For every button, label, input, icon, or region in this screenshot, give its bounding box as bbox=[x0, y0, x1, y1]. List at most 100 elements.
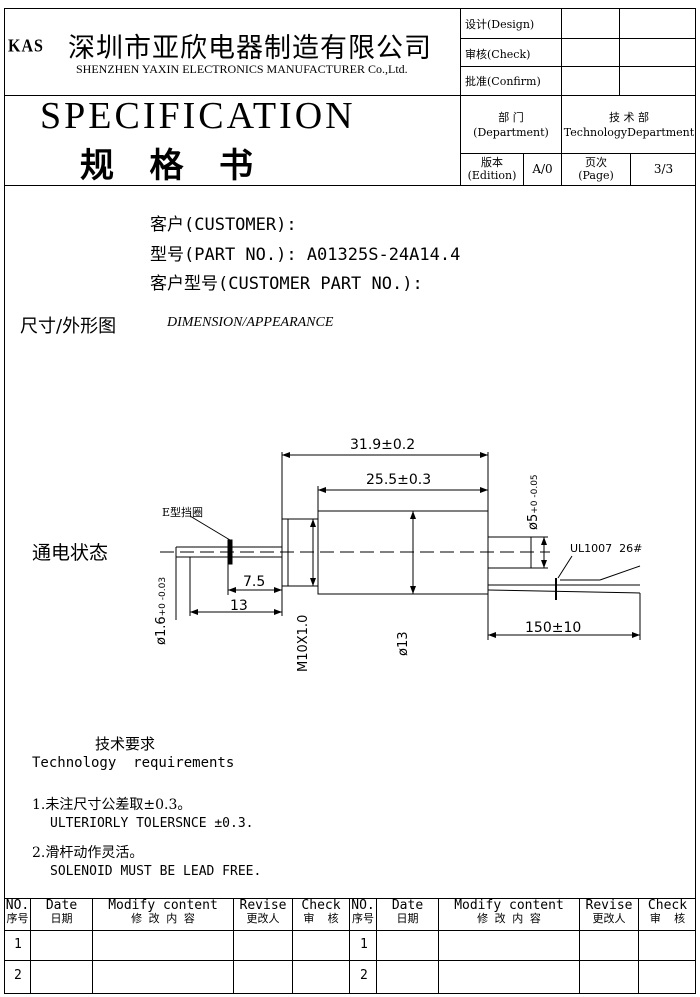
customer-line: 客户(CUSTOMER): bbox=[150, 215, 297, 235]
department-label-en: (Department) bbox=[473, 126, 549, 139]
department-label-cn: 部 门 bbox=[498, 111, 524, 124]
edition-label-cn: 版本 bbox=[481, 156, 503, 169]
table-top-line bbox=[4, 898, 696, 899]
header-en: Modify content bbox=[454, 898, 564, 913]
header-no: NO.序号 bbox=[5, 899, 30, 925]
dim-plunger-dia-value: ø1.6 bbox=[154, 616, 169, 645]
header-cn: 审 核 bbox=[649, 912, 686, 925]
requirements-title-en: Technology requirements bbox=[32, 755, 235, 771]
header-en: Check bbox=[647, 898, 688, 913]
header-en: NO. bbox=[351, 898, 375, 913]
header-no-b: NO.序号 bbox=[350, 899, 376, 925]
state-label: 通电状态 bbox=[32, 542, 109, 564]
table-col-line bbox=[30, 898, 31, 994]
grid-line bbox=[523, 153, 524, 185]
table-col-line bbox=[349, 898, 350, 994]
row-number: 1 bbox=[14, 937, 22, 952]
header-en: Check bbox=[301, 898, 341, 913]
header-cn: 更改人 bbox=[592, 912, 626, 925]
grid-line bbox=[460, 66, 696, 67]
design-label: 设计(Design) bbox=[465, 18, 535, 31]
header-cn: 日期 bbox=[396, 912, 419, 925]
page-label-en: (Page) bbox=[578, 169, 614, 182]
header-bottom-line bbox=[4, 185, 696, 186]
edition-label-en: (Edition) bbox=[467, 169, 517, 182]
row-number: 2 bbox=[360, 968, 368, 983]
confirm-label: 批准(Confirm) bbox=[465, 75, 541, 88]
dim-plunger-dia: ø1.6+0 -0.03 bbox=[154, 577, 169, 645]
header-en: Modify content bbox=[108, 898, 218, 913]
header-cn: 更改人 bbox=[246, 912, 280, 925]
check-label: 审核(Check) bbox=[465, 48, 531, 61]
grid-line bbox=[561, 95, 562, 153]
page-label-cn: 页次 bbox=[585, 156, 607, 169]
table-col-line bbox=[579, 898, 580, 994]
header-cn: 序号 bbox=[352, 912, 374, 925]
requirement-1-en: ULTERIORLY TOLERSNCE ±0.3. bbox=[50, 816, 254, 831]
dim-body-dia: ø13 bbox=[396, 631, 411, 657]
dim-plunger-dia-tol: +0 -0.03 bbox=[158, 576, 168, 617]
dimension-title-en: DIMENSION/APPEARANCE bbox=[167, 315, 334, 330]
department-label: 部 门 (Department) bbox=[461, 110, 561, 140]
company-logo: KAS bbox=[8, 36, 44, 57]
dim-7-5: 7.5 bbox=[243, 574, 266, 590]
edition-label: 版本 (Edition) bbox=[461, 156, 523, 182]
dim-thread: M10X1.0 bbox=[296, 614, 311, 672]
dim-shaft-dia-tol: +0 -0.05 bbox=[530, 474, 540, 514]
leader-line bbox=[557, 555, 573, 579]
dim-shaft-dia-value: ø5 bbox=[526, 513, 541, 530]
page-frame bbox=[4, 8, 696, 994]
header-en: Date bbox=[391, 898, 424, 913]
table-col-line bbox=[438, 898, 439, 994]
department-value-en: TechnologyDepartment bbox=[563, 126, 695, 139]
header-cn: 序号 bbox=[6, 912, 29, 925]
row-number: 1 bbox=[360, 937, 368, 952]
header-en: Revise bbox=[585, 898, 633, 913]
table-col-line bbox=[92, 898, 93, 994]
arrowheads bbox=[190, 452, 640, 638]
grid-line bbox=[460, 38, 696, 39]
header-cn: 审 核 bbox=[303, 912, 339, 925]
table-col-line bbox=[292, 898, 293, 994]
dim-total: 31.9±0.2 bbox=[350, 437, 416, 453]
wire bbox=[487, 589, 641, 594]
part-no-line: 型号(PART NO.): A01325S-24A14.4 bbox=[150, 245, 461, 265]
edition-value: A/0 bbox=[532, 162, 553, 176]
table-header-line bbox=[4, 930, 696, 931]
grid-line bbox=[460, 153, 696, 154]
requirement-1-cn: 1.未注尺寸公差取±0.3。 bbox=[32, 797, 192, 813]
grid-line bbox=[561, 8, 562, 95]
e-clip-label: E型挡圈 bbox=[162, 506, 204, 519]
header-en: Revise bbox=[239, 898, 287, 913]
dim-shaft-dia: ø5+0 -0.05 bbox=[526, 474, 541, 530]
table-row-line bbox=[4, 960, 696, 961]
header-cn: 修 改 内 容 bbox=[131, 912, 195, 925]
requirement-2-cn: 2.滑杆动作灵活。 bbox=[32, 845, 144, 861]
header-divider bbox=[4, 95, 696, 96]
specification-title-cn: 规 格 书 bbox=[80, 146, 254, 186]
department-value-cn: 技 术 部 bbox=[609, 111, 649, 124]
table-col-line bbox=[233, 898, 234, 994]
requirements-title-cn: 技术要求 bbox=[95, 735, 156, 753]
company-name-cn: 深圳市亚欣电器制造有限公司 bbox=[68, 33, 432, 64]
specification-title: SPECIFICATION bbox=[40, 95, 356, 137]
table-col-line bbox=[638, 898, 639, 994]
row-number: 2 bbox=[14, 968, 22, 983]
dim-wire: 150±10 bbox=[525, 620, 582, 636]
grid-line bbox=[619, 8, 620, 95]
leader-line bbox=[189, 515, 231, 541]
header-cn: 日期 bbox=[50, 912, 73, 925]
wire bbox=[599, 565, 641, 581]
company-name-en: SHENZHEN YAXIN ELECTRONICS MANUFACTURER … bbox=[76, 62, 408, 76]
wire-label: UL1007 26# bbox=[570, 542, 643, 555]
header-en: NO. bbox=[5, 898, 30, 913]
header-cn: 修 改 内 容 bbox=[477, 912, 541, 925]
